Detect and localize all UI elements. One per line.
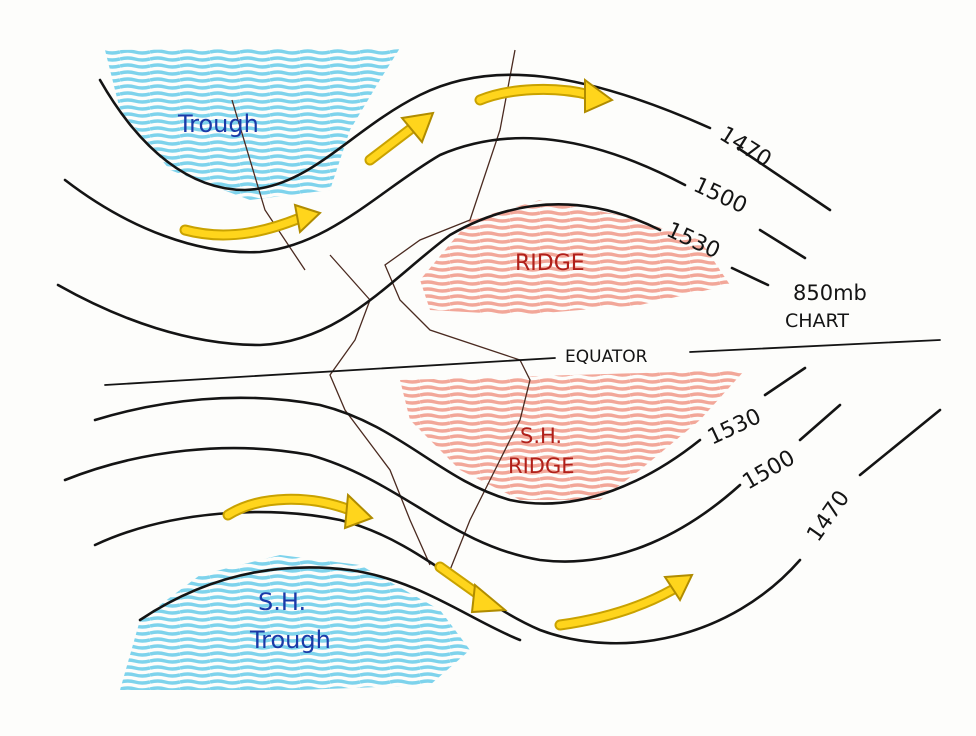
chart-title-line2: CHART [785,310,849,332]
contour-nh-1530-end [730,266,770,287]
nh-trough-shading [105,48,400,200]
sh-trough-label-line1: S.H. [258,588,306,616]
contour-nh-1500-end [758,228,807,260]
contour-label-sh-1470: 1470 [802,486,855,546]
equator-label: EQUATOR [565,347,648,367]
contour-nh-1470-end [736,146,832,212]
contour-label-nh-1500: 1500 [689,173,750,219]
sh-trough-shading [120,555,470,690]
wind-arrow [554,573,694,631]
contour-sh-1500-end [798,403,842,442]
contour-label-nh-1470: 1470 [715,122,776,173]
nh-ridge-shading [420,200,730,315]
contour-sh-1500 [63,446,742,563]
ridge-axis-line [384,49,531,571]
chart-title-line1: 850mb [793,281,867,305]
contour-sh-1530-end [763,366,807,397]
nh-ridge-label: RIDGE [515,251,585,276]
sh-ridge-label-line2: RIDGE [508,454,575,478]
equator-line [104,339,941,386]
wind-arrow [474,78,614,114]
nh-trough-label: Trough [177,110,259,138]
wind-arrow [222,492,374,530]
sh-ridge-label-line1: S.H. [520,424,562,448]
contour-sh-1530 [93,396,702,505]
sh-trough-label-line2: Trough [249,626,331,654]
wind-arrow [179,203,322,241]
wind-arrow [434,561,508,614]
contour-nh-1500 [63,136,687,254]
contour-label-sh-1500: 1500 [739,446,800,496]
contour-sh-lower [138,566,522,642]
contour-sh-1470-end [858,408,942,477]
trough-axis-line [231,99,431,566]
wind-arrow [364,111,435,166]
sh-ridge-shading [400,370,745,500]
contour-label-sh-1530: 1530 [704,404,765,450]
contour-nh-1530 [56,203,662,347]
contour-nh-1470 [98,73,712,192]
